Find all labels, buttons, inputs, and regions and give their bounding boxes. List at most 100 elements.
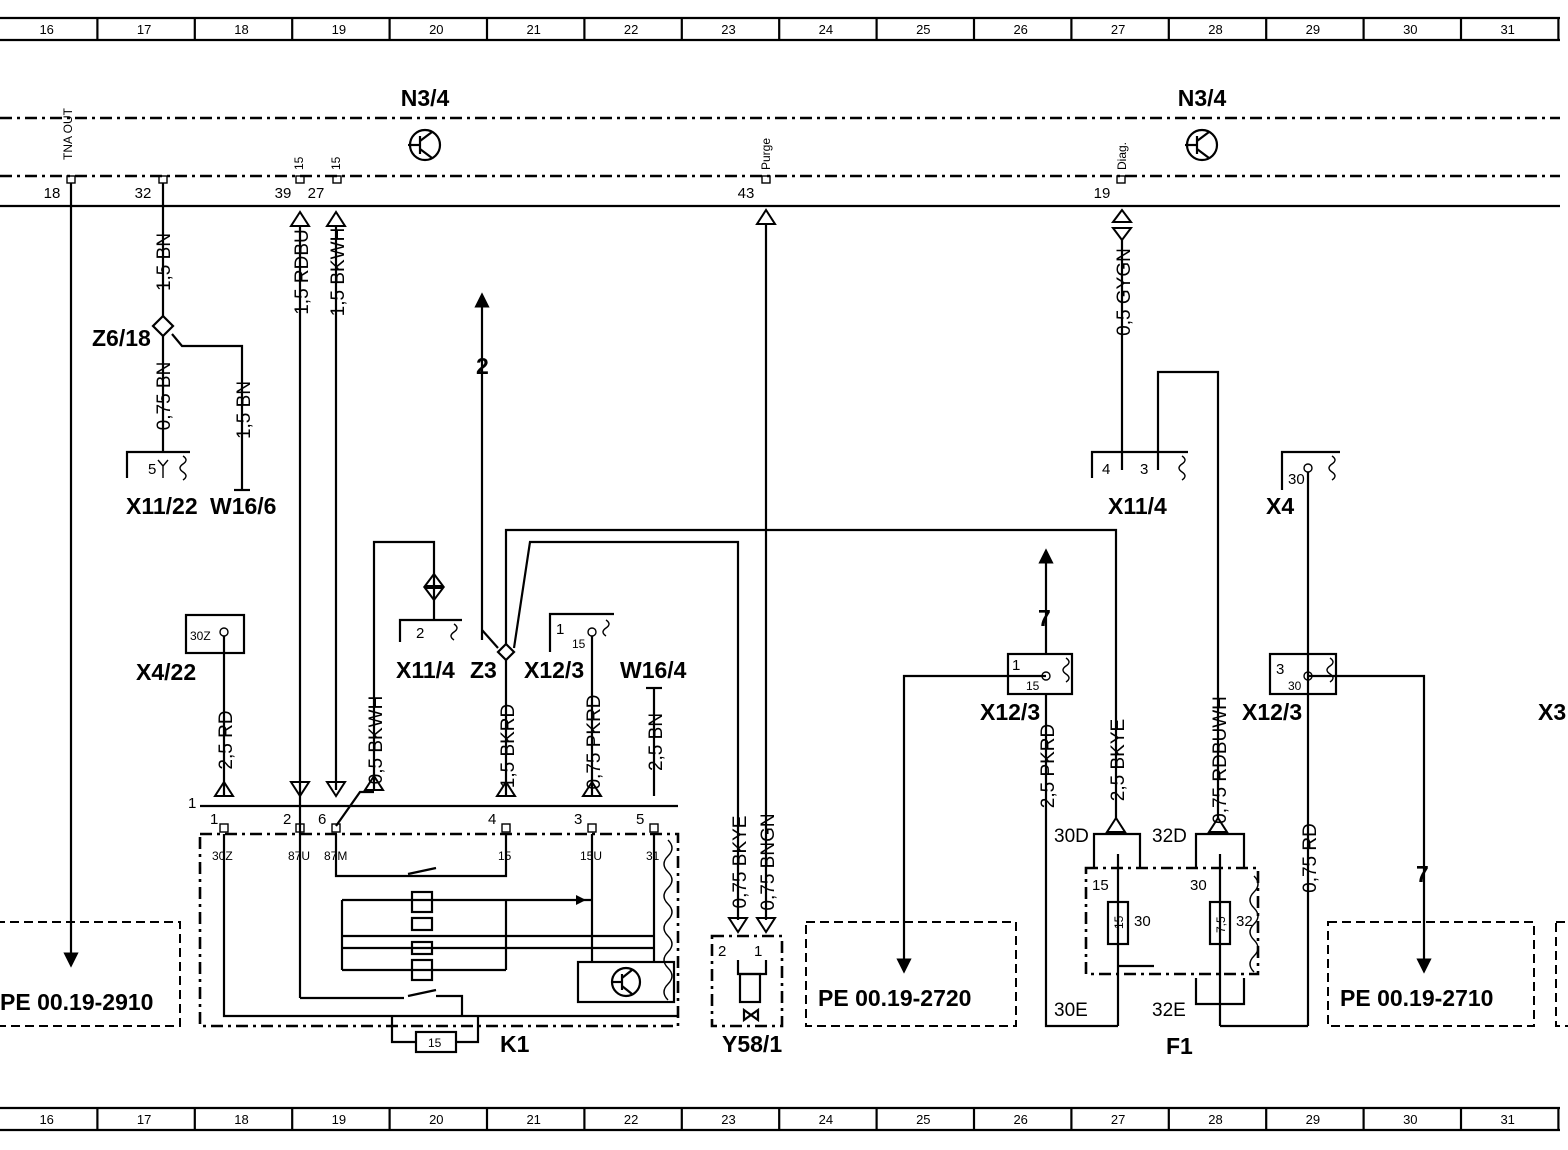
x11-4-mid-connector: 2 X11/4 0,5 BKWH: [366, 540, 462, 790]
svg-text:PE 00.19-2720: PE 00.19-2720: [818, 985, 971, 1011]
svg-text:1,5 BN: 1,5 BN: [234, 381, 255, 439]
x4-22-connector: 30Z X4/22 2,5 RD: [136, 613, 246, 796]
svg-text:31: 31: [646, 849, 660, 863]
svg-text:15: 15: [329, 156, 343, 170]
ecu-pin-18: 18 TNA OUT: [44, 107, 79, 968]
ecu-label-right: N3/4: [1178, 85, 1227, 111]
svg-text:K1: K1: [500, 1031, 530, 1057]
svg-text:X12/3: X12/3: [1242, 699, 1302, 725]
reference-box-2710[interactable]: PE 00.19-2710: [1327, 921, 1535, 1027]
svg-text:30Z: 30Z: [212, 849, 233, 863]
svg-text:2,5 RD: 2,5 RD: [216, 710, 237, 769]
x12-3-fuse-connector: 7 1 15 X12/3 2,5 PKRD: [896, 548, 1118, 1028]
svg-text:2: 2: [476, 353, 489, 379]
svg-text:1,5 BN: 1,5 BN: [154, 233, 175, 291]
x11-4-right-connector: 4 3 X11/4: [1090, 450, 1188, 519]
svg-text:W16/4: W16/4: [620, 657, 687, 683]
svg-text:0,75 RDBUWH: 0,75 RDBUWH: [1210, 696, 1231, 824]
svg-text:1: 1: [1012, 657, 1020, 674]
svg-text:15: 15: [1112, 915, 1126, 929]
top-ruler-column-label: 29: [1306, 22, 1320, 37]
svg-text:X12/3: X12/3: [524, 657, 584, 683]
w16-4-ground: W16/4 2,5 BN: [620, 657, 687, 796]
svg-text:1,5 BKRD: 1,5 BKRD: [498, 704, 519, 788]
x12-3-mid-connector: 1 15 X12/3 0,75 PKRD: [524, 612, 614, 796]
svg-text:2: 2: [718, 943, 726, 960]
svg-text:15: 15: [572, 637, 586, 651]
svg-text:1: 1: [754, 943, 762, 960]
bottom-ruler-column-label: 19: [332, 1112, 346, 1127]
svg-text:2,5 BKYE: 2,5 BKYE: [1108, 719, 1129, 801]
w16-6-ground: W16/6: [210, 488, 276, 519]
svg-text:15: 15: [1026, 679, 1040, 693]
svg-text:19: 19: [1094, 185, 1111, 202]
top-ruler-column-label: 27: [1111, 22, 1125, 37]
z6-18-splice: 1,5 BN Z6/18 0,75 BN 1,5 BN: [92, 233, 255, 490]
transistor-icon: [1185, 128, 1219, 162]
svg-text:0,75 BN: 0,75 BN: [154, 362, 175, 431]
svg-text:F1: F1: [1166, 1033, 1193, 1059]
svg-text:Y58/1: Y58/1: [722, 1031, 782, 1057]
top-ruler-column-label: 22: [624, 22, 638, 37]
svg-text:X4: X4: [1266, 493, 1294, 519]
svg-text:2: 2: [416, 625, 424, 642]
svg-text:5: 5: [636, 811, 644, 828]
bottom-ruler-column-label: 17: [137, 1112, 151, 1127]
bottom-ruler-column-label: 29: [1306, 1112, 1320, 1127]
bottom-ruler-column-label: 26: [1013, 1112, 1027, 1127]
wire-rdbu: 1,5 RDBU: [289, 210, 313, 998]
svg-text:Purge: Purge: [759, 138, 773, 170]
x4-connector: 30 X4 0,75 RD: [1266, 450, 1340, 1026]
bottom-ruler-column-label: 21: [526, 1112, 540, 1127]
ecu-pin-32: 32: [135, 175, 168, 316]
svg-text:X3: X3: [1538, 699, 1566, 725]
bottom-ruler-column-label: 24: [819, 1112, 833, 1127]
bottom-ruler-column-label: 16: [39, 1112, 53, 1127]
svg-text:0,75 BKYE: 0,75 BKYE: [730, 816, 751, 909]
top-ruler-column-label: 18: [234, 22, 248, 37]
transistor-icon: [610, 966, 642, 998]
top-ruler-column-label: 20: [429, 22, 443, 37]
svg-text:18: 18: [44, 185, 61, 202]
svg-text:30Z: 30Z: [190, 629, 211, 643]
top-ruler-column-label: 17: [137, 22, 151, 37]
reference-box-2910[interactable]: PE 00.19-2910: [0, 921, 181, 1027]
svg-text:1: 1: [210, 811, 218, 828]
svg-text:1: 1: [556, 621, 564, 638]
svg-text:4: 4: [1102, 461, 1110, 478]
top-ruler-column-label: 28: [1208, 22, 1222, 37]
svg-text:3: 3: [1140, 461, 1148, 478]
svg-text:7: 7: [1416, 861, 1429, 887]
bottom-ruler-column-label: 30: [1403, 1112, 1417, 1127]
svg-text:PE 00.19-2910: PE 00.19-2910: [0, 989, 153, 1015]
svg-text:0,5 BKWH: 0,5 BKWH: [366, 696, 387, 785]
svg-text:Z3: Z3: [470, 657, 497, 683]
svg-text:Z6/18: Z6/18: [92, 325, 151, 351]
svg-text:2,5 BN: 2,5 BN: [646, 713, 667, 771]
svg-text:87U: 87U: [288, 849, 310, 863]
x11-22-connector: 5 X11/22: [125, 450, 198, 519]
svg-text:W16/6: W16/6: [210, 493, 276, 519]
svg-text:0,75 PKRD: 0,75 PKRD: [584, 694, 605, 789]
svg-text:X11/4: X11/4: [396, 657, 455, 683]
svg-text:1: 1: [188, 795, 196, 812]
reference-box-2720[interactable]: PE 00.19-2720: [805, 921, 1017, 1027]
svg-text:15: 15: [428, 1036, 442, 1050]
svg-text:32D: 32D: [1152, 826, 1187, 847]
cut-off-component-label: X3: [1538, 699, 1568, 1027]
svg-text:X4/22: X4/22: [136, 659, 196, 685]
ecu-pin-43: 43 Purge: [738, 138, 773, 202]
x12-3-right-connector: 3 30 7 X12/3: [1242, 652, 1432, 974]
y58-1-valve: 0,75 BKYE 0,75 BNGN 2 1 Y58/1: [710, 813, 784, 1057]
k1-relay: 1 1 2 6 4 3 5 30Z 87U 87M 15 15U 31: [188, 774, 680, 1057]
svg-text:1,5 BKWH: 1,5 BKWH: [328, 228, 349, 317]
svg-text:7: 7: [1038, 605, 1051, 631]
svg-text:43: 43: [738, 185, 755, 202]
svg-text:4: 4: [488, 811, 496, 828]
transistor-icon: [408, 128, 442, 162]
ecu-label-left: N3/4: [401, 85, 450, 111]
svg-text:32: 32: [135, 185, 152, 202]
svg-text:30E: 30E: [1054, 1000, 1088, 1021]
